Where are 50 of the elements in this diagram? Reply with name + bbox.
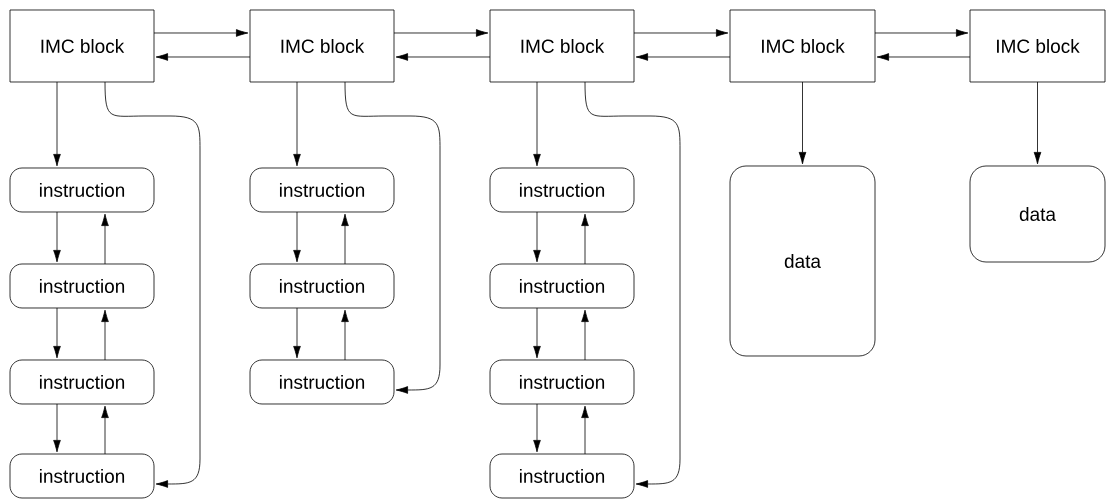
instruction-box: instruction (249, 167, 395, 213)
block-box: IMC block (969, 9, 1106, 83)
arrow (876, 53, 971, 61)
arrow (104, 81, 201, 488)
instruction-box: instruction (9, 167, 155, 213)
arrow (53, 307, 61, 359)
instruction-box: instruction (489, 263, 635, 309)
instruction-box: instruction (489, 453, 635, 499)
instruction-box: instruction (9, 453, 155, 499)
block-box: IMC block (249, 9, 395, 83)
arrow (101, 309, 109, 361)
arrow (635, 53, 731, 61)
arrow (533, 307, 541, 359)
instruction-box: instruction (9, 359, 155, 405)
block-box: IMC block (489, 9, 635, 83)
arrow (798, 81, 807, 165)
arrow (53, 211, 61, 263)
arrow (533, 81, 541, 167)
arrow (393, 29, 489, 37)
arrow (1033, 81, 1042, 165)
arrow (101, 405, 109, 455)
arrow (101, 213, 109, 265)
arrow (293, 211, 301, 263)
data-box: data (969, 165, 1106, 263)
arrow (293, 81, 301, 167)
block-box: IMC block (729, 9, 876, 83)
data-box: data (729, 165, 876, 357)
arrow (395, 53, 491, 61)
arrow (53, 403, 61, 453)
block-box: IMC block (9, 9, 155, 83)
arrow (153, 29, 249, 37)
arrow (341, 213, 349, 265)
instruction-box: instruction (489, 359, 635, 405)
instruction-box: instruction (489, 167, 635, 213)
arrow (633, 29, 729, 37)
arrow (344, 81, 441, 394)
arrow (155, 53, 251, 61)
arrow (581, 213, 589, 265)
instruction-box: instruction (249, 359, 395, 405)
arrow (341, 309, 349, 361)
arrow (581, 309, 589, 361)
arrow (874, 29, 969, 37)
arrow (533, 403, 541, 453)
arrow (533, 211, 541, 263)
arrow (293, 307, 301, 359)
arrow (53, 81, 61, 167)
arrow (584, 81, 681, 488)
instruction-box: instruction (9, 263, 155, 309)
arrow (581, 405, 589, 455)
instruction-box: instruction (249, 263, 395, 309)
